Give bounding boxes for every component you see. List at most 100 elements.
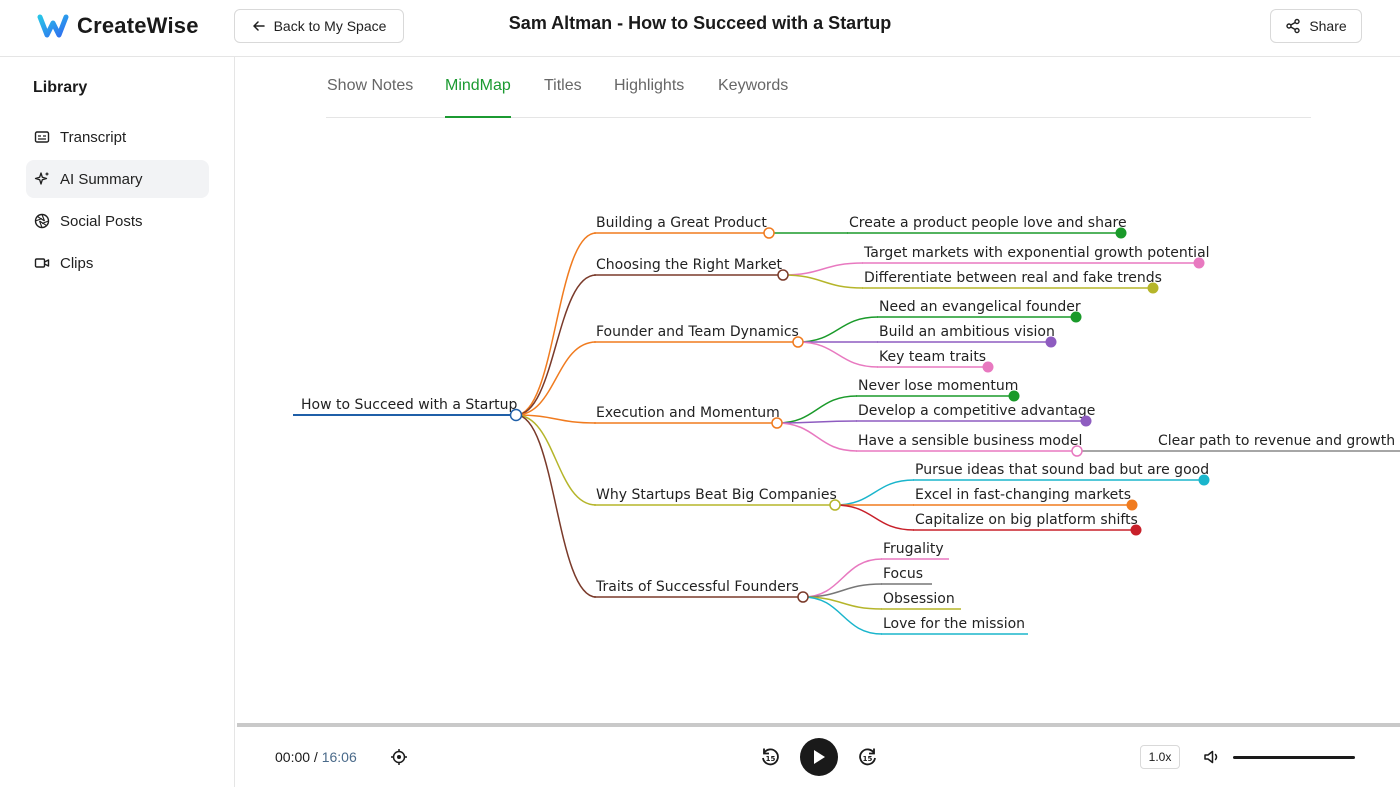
sidebar-item-clips[interactable]: Clips xyxy=(26,244,209,282)
mindmap-branch-label[interactable]: Choosing the Right Market xyxy=(596,257,783,273)
mindmap-svg[interactable]: How to Succeed with a Startup Building a … xyxy=(236,118,1400,723)
mindmap-leaf-label[interactable]: Frugality xyxy=(883,541,944,557)
mindmap-leaf-label[interactable]: Capitalize on big platform shifts xyxy=(915,512,1138,528)
current-time: 00:00 xyxy=(275,749,311,765)
mindmap-leaf-label[interactable]: Obsession xyxy=(883,591,955,607)
mindmap-branch-connector xyxy=(515,414,597,506)
mindmap-leaf-dot xyxy=(1045,336,1057,348)
mindmap-branch-connector xyxy=(515,414,597,424)
back-to-my-space-button[interactable]: Back to My Space xyxy=(234,9,404,43)
mindmap-branch-node xyxy=(797,591,809,603)
share-button-label: Share xyxy=(1309,18,1347,34)
locate-icon[interactable] xyxy=(390,748,408,766)
time-separator: / xyxy=(310,749,322,765)
mindmap-branch-node xyxy=(792,336,804,348)
top-header: CreateWise Back to My Space Sam Altman -… xyxy=(0,0,1400,57)
volume-slider[interactable] xyxy=(1233,756,1355,759)
aperture-icon xyxy=(34,213,50,229)
sidebar-item-label: Social Posts xyxy=(60,212,143,230)
mindmap-leaf-dot xyxy=(1130,524,1142,536)
play-icon xyxy=(814,750,825,764)
mindmap-canvas[interactable]: How to Succeed with a Startup Building a … xyxy=(236,118,1400,723)
mindmap-branch-connector xyxy=(515,274,597,416)
mindmap-branch-label[interactable]: Execution and Momentum xyxy=(596,405,780,421)
mindmap-branch-node xyxy=(829,499,841,511)
tab-keywords[interactable]: Keywords xyxy=(718,77,789,94)
mindmap-leaf-dot xyxy=(1080,415,1092,427)
rewind-15-icon[interactable]: 15 xyxy=(759,746,781,768)
mindmap-leaf-label[interactable]: Have a sensible business model xyxy=(858,433,1082,449)
mindmap-leaf-dot xyxy=(1070,311,1082,323)
app-logo[interactable]: CreateWise xyxy=(37,13,199,39)
mindmap-branch-node xyxy=(763,227,775,239)
tab-highlights[interactable]: Highlights xyxy=(614,77,685,94)
mindmap-leaf-dot xyxy=(982,361,994,373)
time-display: 00:00 / 16:06 xyxy=(275,749,357,765)
mindmap-leaf-label[interactable]: Excel in fast-changing markets xyxy=(915,487,1131,503)
page-title: Sam Altman - How to Succeed with a Start… xyxy=(508,13,892,33)
sparkle-icon xyxy=(34,171,50,187)
app-name: CreateWise xyxy=(77,13,199,38)
mindmap-branch-label[interactable]: Building a Great Product xyxy=(596,215,767,231)
mindmap-leaf-label[interactable]: Develop a competitive advantage xyxy=(858,403,1095,419)
transcript-icon xyxy=(34,129,50,145)
mindmap-leaf-label[interactable]: Create a product people love and share xyxy=(849,215,1127,231)
tab-show-notes[interactable]: Show Notes xyxy=(327,77,414,94)
mindmap-root-node xyxy=(509,408,523,422)
mindmap-branch-node xyxy=(771,417,783,429)
share-button[interactable]: Share xyxy=(1270,9,1362,43)
mindmap-leaf-dot xyxy=(1198,474,1210,486)
mindmap-leaf-connector xyxy=(776,420,858,424)
mindmap-leaf-connector xyxy=(797,341,879,368)
sidebar-item-transcript[interactable]: Transcript xyxy=(26,118,209,156)
mindmap-leaf-label[interactable]: Pursue ideas that sound bad but are good xyxy=(915,462,1209,478)
mindmap-leaf-dot xyxy=(1193,257,1205,269)
mindmap-leaf-connector xyxy=(776,422,858,452)
mindmap-leaf-connector xyxy=(797,316,879,343)
mindmap-branch-connector xyxy=(515,232,597,416)
mindmap-leaf-label[interactable]: Focus xyxy=(883,566,923,582)
mindmap-subleaf-label[interactable]: Clear path to revenue and growth xyxy=(1158,433,1395,449)
video-icon xyxy=(34,255,50,271)
sidebar-item-label: AI Summary xyxy=(60,170,143,188)
mindmap-leaf-label[interactable]: Need an evangelical founder xyxy=(879,299,1081,315)
mindmap-leaf-label[interactable]: Key team traits xyxy=(879,349,986,365)
mindmap-leaf-dot xyxy=(1008,390,1020,402)
mindmap-expand-node xyxy=(1071,445,1083,457)
volume-icon[interactable] xyxy=(1202,747,1222,767)
sidebar-item-ai-summary[interactable]: AI Summary xyxy=(26,160,209,198)
share-icon xyxy=(1286,18,1301,34)
mindmap-leaf-connector xyxy=(802,558,883,598)
forward-15-icon[interactable]: 15 xyxy=(857,746,879,768)
sidebar-item-label: Transcript xyxy=(60,128,127,146)
mindmap-leaf-label[interactable]: Target markets with exponential growth p… xyxy=(863,245,1210,261)
audio-player: 00:00 / 16:06 15 15 1.0x xyxy=(237,727,1400,787)
total-time: 16:06 xyxy=(321,749,357,765)
mindmap-branch-label[interactable]: Founder and Team Dynamics xyxy=(596,324,799,340)
tab-mindmap[interactable]: MindMap xyxy=(445,77,511,118)
mindmap-leaf-dot xyxy=(1147,282,1159,294)
mindmap-leaf-dot xyxy=(1115,227,1127,239)
back-button-label: Back to My Space xyxy=(273,18,387,34)
library-sidebar: Library Transcript AI Summary Social Pos… xyxy=(0,57,235,787)
playback-speed-button[interactable]: 1.0x xyxy=(1140,745,1180,769)
content-tabs: Show Notes MindMap Titles Highlights Key… xyxy=(326,57,1311,118)
mindmap-branch-label[interactable]: Why Startups Beat Big Companies xyxy=(596,487,837,503)
mindmap-branch-label[interactable]: Traits of Successful Founders xyxy=(595,579,799,595)
createwise-logo-icon xyxy=(37,14,69,38)
mindmap-leaf-label[interactable]: Love for the mission xyxy=(883,616,1025,632)
sidebar-item-label: Clips xyxy=(60,254,94,272)
mindmap-leaf-label[interactable]: Build an ambitious vision xyxy=(879,324,1055,340)
play-button[interactable] xyxy=(800,738,838,776)
mindmap-branch-connector xyxy=(515,341,597,416)
tab-titles[interactable]: Titles xyxy=(544,77,582,94)
mindmap-leaf-label[interactable]: Never lose momentum xyxy=(858,378,1018,394)
mindmap-leaf-connector xyxy=(834,479,915,506)
sidebar-title: Library xyxy=(33,79,88,96)
mindmap-leaf-connector xyxy=(776,395,858,424)
mindmap-leaf-label[interactable]: Differentiate between real and fake tren… xyxy=(864,270,1162,286)
mindmap-leaf-connector xyxy=(834,504,915,531)
mindmap-root-label[interactable]: How to Succeed with a Startup xyxy=(301,397,517,413)
playback-progress-bar[interactable] xyxy=(237,723,1400,727)
sidebar-item-social-posts[interactable]: Social Posts xyxy=(26,202,209,240)
